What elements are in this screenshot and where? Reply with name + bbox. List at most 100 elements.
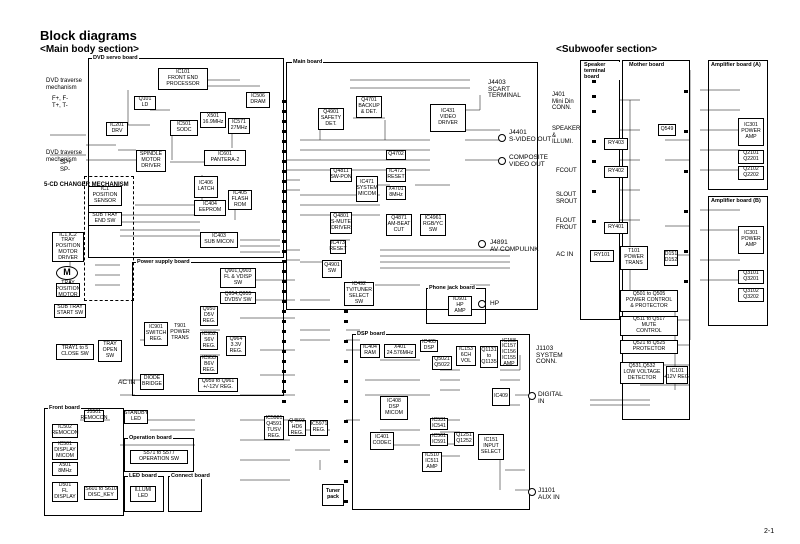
flout-label: FLOUT FROUT <box>556 218 577 231</box>
q950-block: Q950 D5V REG. <box>200 306 218 326</box>
main-board-label: Main board <box>292 59 324 65</box>
speaker-terminal-label: Speaker terminal board <box>583 62 621 80</box>
ry101-block: RY101 <box>590 250 614 262</box>
q101-block: Q101 LD <box>134 96 156 110</box>
q4871-block: Q4871 AM-BEAT CUT <box>386 214 412 236</box>
ic561-block: IC561 IC591 <box>430 433 448 446</box>
ic501-front-block: IC501 DISPLAY MICOM <box>52 441 78 460</box>
amp-b-panel <box>708 196 768 326</box>
ic510-block: IC510 IC511 AMP <box>422 452 442 472</box>
q3102-b-block: Q3102 Q3202 <box>738 288 764 302</box>
x501-block: X501 16.9MHz <box>200 112 226 128</box>
ic401-block: IC401 CODEC <box>370 432 394 450</box>
slout-label: SLOUT SROUT <box>556 192 577 205</box>
ic431-block: IC431 VIDEO DRIVER <box>430 104 466 132</box>
ic301-a-block: IC301 POWER AMP <box>738 118 764 146</box>
q3101-b-block: Q3101 Q3201 <box>738 270 764 284</box>
tuner-pack-block: Tuner pack <box>322 484 344 506</box>
q1131-block: Q1131 to Q1135 <box>480 346 498 368</box>
ic153-block: IC153 6CH VOL <box>456 346 476 366</box>
changer-panel <box>84 176 134 301</box>
motor-icon: M <box>56 266 78 280</box>
digital-in-jack-icon <box>528 392 536 400</box>
tray-open-sw: TRAY OPEN SW <box>98 340 122 362</box>
amp-a-label: Amplifier board (A) <box>710 62 762 68</box>
ry402-block: RY402 <box>604 166 628 178</box>
front-board-label: Front board <box>48 405 81 411</box>
changer-label: 5-CD CHANGER MECHANISM <box>44 182 129 188</box>
ic404-dsp-block: IC404 RAM <box>360 344 380 358</box>
diode-bridge-block: DIODE BRIDGE <box>140 374 164 390</box>
standby-led-block: STANDBY LED <box>123 410 149 424</box>
dvd-servo-label: DVD servo board <box>92 55 139 61</box>
ic1-position-sensor: IC1 POSITION SENSOR <box>88 186 122 206</box>
q4811-block: Q4811 SW-PON <box>330 168 352 182</box>
page-number: 2-1 <box>764 528 775 535</box>
operation-board-label: Operation board <box>128 435 173 441</box>
ic408-block: IC408 DSP MICOM <box>380 396 408 420</box>
sub-tray-end-sw: SUB TRAY END SW <box>88 212 122 226</box>
d151-block: D151 D152 <box>664 250 678 266</box>
ic5503-block: IC502 REMOCON <box>51 424 79 438</box>
x501-front-block: X501 8MHz <box>52 462 78 476</box>
ic492-block: IC492 TV/TUNER SELECT SW <box>344 282 374 306</box>
ic409-block: IC409 <box>492 388 510 406</box>
j4891-label: J4891 AV COMPULINK <box>490 239 539 253</box>
aux-in-jack-icon <box>528 488 536 496</box>
ic405-dsp-block: IC405 DSP <box>420 339 438 352</box>
q2101-a-block: Q2101 Q2201 <box>738 150 764 164</box>
j1101-label: J1101 AUX IN <box>538 487 560 501</box>
ry401-block: RY401 <box>604 222 628 234</box>
ic158-block: IC158 IC157 IC156 IC155 AMP <box>500 338 518 367</box>
ic151-block: IC151 INPUT SELECT <box>478 434 504 460</box>
dvd-servo-panel <box>88 58 284 258</box>
connect-board-label: Connect board <box>170 473 211 479</box>
hp-jack-icon <box>478 300 486 308</box>
tray-motor-driver: IC1,IC2 TRAY POSITION MOTOR DRIVER <box>52 232 84 262</box>
ic601-hp-block: IC601 HP AMP <box>448 296 472 316</box>
q549-block: Q549 <box>658 124 676 136</box>
speaker-illumi-label: SPEAKER & ILLUMI. <box>552 126 581 145</box>
j4403-label: J4403 SCART TERMINAL <box>488 79 521 99</box>
ry403-block: RY403 <box>604 138 628 150</box>
amp-b-label: Amplifier board (B) <box>710 198 762 204</box>
q901-block: Q901,Q903 FL & VDISP SW <box>220 268 256 288</box>
ic301-b-block: IC301 POWER AMP <box>738 226 764 254</box>
ic403-block: IC403 SUB MICON <box>200 232 238 248</box>
q4901-block: Q4901 SAFETY DET. <box>318 108 344 130</box>
subwoofer-section-heading: <Subwoofer section> <box>556 44 658 55</box>
composite-jack-icon <box>498 157 506 165</box>
speaker-terminal-panel <box>580 60 620 320</box>
front-board-panel <box>44 408 124 516</box>
av-compulink-jack-icon <box>478 240 486 248</box>
ic953-block: IC953 B6V REG. <box>200 355 218 374</box>
q4801-block: Q4801 S-MUTE DRIVER <box>330 212 352 234</box>
ic506-block: IC506 DRAM <box>246 92 270 108</box>
dsp-board-label: DSP board <box>356 331 387 337</box>
dvd-traverse-bottom-label: DVD traverse mechanism <box>46 150 83 163</box>
s571-block: S571 to S577 OPERATION SW <box>130 450 188 464</box>
amp-a-panel <box>708 60 768 190</box>
q959-block: Q959 to Q961 +/-12V REG. <box>198 378 238 392</box>
ic952-block: IC952 S6V REG. <box>200 331 218 350</box>
hp-label: HP <box>490 300 500 307</box>
ic601-block: IC601 PANTERA-2 <box>204 150 246 166</box>
ic473-block: IC473 RESET <box>329 240 347 254</box>
ic5971-block: IC5971 REG. <box>310 420 328 436</box>
focus-tracking-label: F+, F- T+, T- <box>52 96 69 109</box>
x4701-block: X4701 8MHz <box>386 186 406 200</box>
power-supply-panel <box>132 262 284 396</box>
mother-board-label: Mother board <box>628 62 666 68</box>
q954-block: Q954,Q955 DVD5V SW <box>220 291 256 304</box>
q4901-sw-block: Q4901 SW <box>322 260 342 278</box>
tray-position-motor: TRAY POSITION MOTOR <box>55 280 81 298</box>
q5021-block: Q5021 Q5022 <box>432 356 452 370</box>
q1251-block: Q1251 Q1252 <box>454 432 474 446</box>
t101-block: T101 POWER TRANS <box>620 246 648 270</box>
main-section-heading: <Main body section> <box>40 44 139 55</box>
ic201-block: IC201 DRV <box>106 122 128 136</box>
ic472-block: IC472 RESET <box>386 168 406 182</box>
q531-block: Q531,Q532 LOW VOLTAGE DETECTOR <box>620 362 664 384</box>
spindle-driver-block: SPINDLE MOTOR DRIVER <box>136 150 166 172</box>
